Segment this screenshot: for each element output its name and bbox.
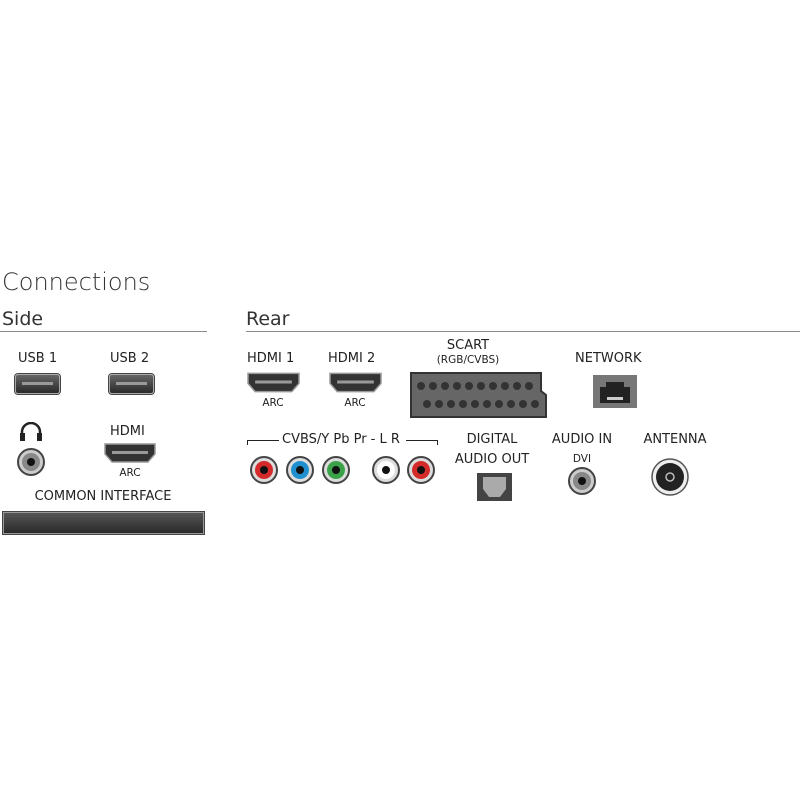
- network-port-icon: [593, 375, 637, 408]
- hdmi1-label: HDMI 1: [247, 351, 295, 366]
- component-bracket-right: [406, 440, 438, 441]
- audio-in-dvi-label: DVI: [572, 453, 592, 465]
- usb1-port-icon: [15, 374, 60, 394]
- usb1-label: USB 1: [18, 351, 58, 366]
- scart-port-icon: [410, 372, 547, 418]
- usb2-label: USB 2: [110, 351, 150, 366]
- antenna-port-icon: [651, 458, 689, 496]
- usb2-port-icon: [109, 374, 154, 394]
- hdmi2-arc-label: ARC: [344, 397, 366, 409]
- pb-blue-jack-icon: [286, 456, 314, 484]
- headphone-jack-icon: [17, 448, 45, 476]
- component-bracket-right-tick: [437, 440, 438, 445]
- hdmi2-label: HDMI 2: [328, 351, 376, 366]
- hdmi1-arc-label: ARC: [262, 397, 284, 409]
- hdmi1-port-icon: [247, 372, 300, 393]
- cvbs-y-red-jack-icon: [250, 456, 278, 484]
- digital-audio-out-label-2: AUDIO OUT: [454, 452, 530, 467]
- network-label: NETWORK: [575, 351, 642, 366]
- side-hdmi-arc-label: ARC: [119, 467, 141, 479]
- common-interface-slot-icon: [3, 512, 204, 534]
- component-bracket-left-tick: [247, 440, 248, 445]
- audio-in-label: AUDIO IN: [551, 432, 613, 447]
- component-label: CVBS/Y Pb Pr - L R: [282, 432, 400, 447]
- side-hdmi-label: HDMI: [110, 424, 145, 439]
- scart-label: SCART: [446, 338, 490, 353]
- headphone-icon: [20, 422, 42, 441]
- rear-heading: Rear: [246, 308, 290, 330]
- page-title: Connections: [2, 268, 151, 296]
- component-bracket-left: [247, 440, 279, 441]
- audio-l-white-jack-icon: [372, 456, 400, 484]
- digital-audio-out-label-1: DIGITAL: [466, 432, 518, 447]
- side-hdmi-port-icon: [104, 443, 156, 463]
- optical-port-icon: [477, 473, 512, 501]
- pr-green-jack-icon: [322, 456, 350, 484]
- scart-sub-label: (RGB/CVBS): [436, 354, 500, 366]
- hdmi2-port-icon: [329, 372, 382, 393]
- antenna-label: ANTENNA: [643, 432, 707, 447]
- common-interface-label: COMMON INTERFACE: [34, 489, 172, 504]
- audio-r-red-jack-icon: [407, 456, 435, 484]
- side-heading: Side: [2, 308, 44, 330]
- side-divider: [0, 331, 207, 332]
- audio-in-jack-icon: [568, 467, 596, 495]
- rear-divider: [246, 331, 800, 332]
